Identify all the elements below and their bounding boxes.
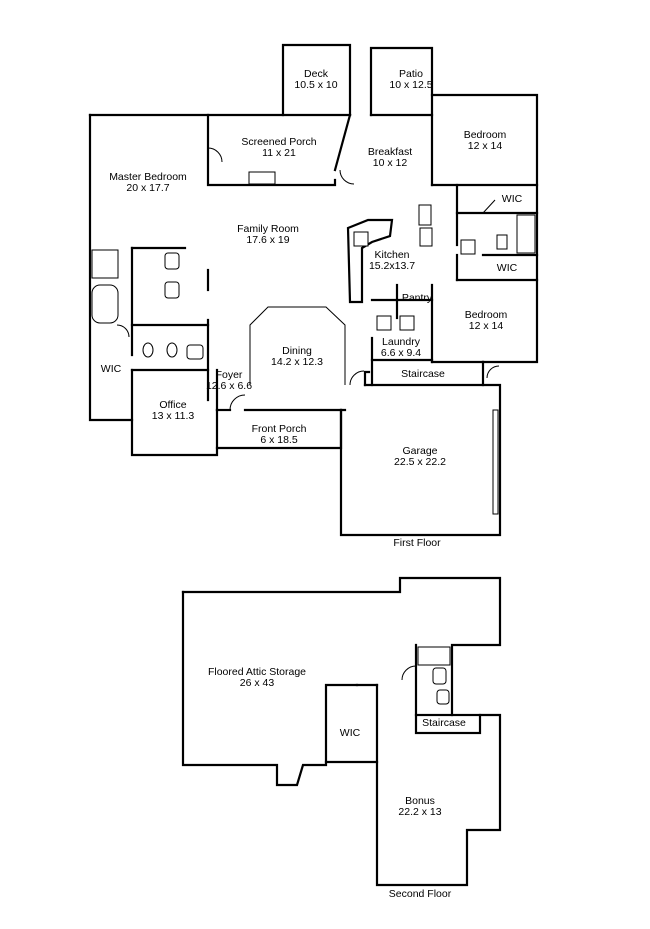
staircase-1-label: Staircase <box>401 368 445 380</box>
family-room-size: 17.6 x 19 <box>246 234 289 246</box>
first-floor-fixtures <box>91 147 536 411</box>
breakfast-label: Breakfast <box>368 146 412 158</box>
deck-label: Deck <box>304 68 329 80</box>
family-room-label: Family Room <box>237 223 299 235</box>
front-porch-size: 6 x 18.5 <box>260 434 298 446</box>
staircase-2-label: Staircase <box>422 717 466 729</box>
garage-label: Garage <box>402 445 437 457</box>
bedroom-upper-label: Bedroom <box>464 129 507 141</box>
wic-1-label: WIC <box>502 193 523 205</box>
kitchen-label: Kitchen <box>374 249 409 261</box>
second-floor-walls <box>181 576 502 887</box>
laundry-size: 6.6 x 9.4 <box>381 347 421 359</box>
bonus-size: 22.2 x 13 <box>398 806 441 818</box>
breakfast-size: 10 x 12 <box>373 157 408 169</box>
attic-label: Floored Attic Storage <box>208 666 306 678</box>
master-bedroom-label: Master Bedroom <box>109 171 187 183</box>
bedroom-lower-size: 12 x 14 <box>469 320 504 332</box>
master-bedroom-size: 20 x 17.7 <box>126 182 169 194</box>
dining-label: Dining <box>282 345 312 357</box>
wic-master-label: WIC <box>101 363 122 375</box>
deck-size: 10.5 x 10 <box>294 79 337 91</box>
bonus-label: Bonus <box>405 795 435 807</box>
front-porch-label: Front Porch <box>252 423 307 435</box>
pantry-label: Pantry <box>402 292 433 304</box>
kitchen-size: 15.2x13.7 <box>369 260 415 272</box>
patio-size: 10 x 12.5 <box>389 79 432 91</box>
dining-size: 14.2 x 12.3 <box>271 356 323 368</box>
first-floor-walls <box>88 43 539 537</box>
wic-upstairs-label: WIC <box>340 727 361 739</box>
laundry-label: Laundry <box>382 336 421 348</box>
foyer-label: Foyer <box>216 369 243 381</box>
second-floor-caption: Second Floor <box>389 888 452 900</box>
garage-size: 22.5 x 22.2 <box>394 456 446 468</box>
bedroom-lower-label: Bedroom <box>465 309 508 321</box>
office-size: 13 x 11.3 <box>152 410 195 422</box>
office-label: Office <box>159 399 186 411</box>
bedroom-upper-size: 12 x 14 <box>468 140 503 152</box>
foyer-size: 12.6 x 6.6 <box>206 380 252 392</box>
attic-size: 26 x 43 <box>240 677 275 689</box>
first-floor-caption: First Floor <box>393 537 441 549</box>
patio-label: Patio <box>399 68 423 80</box>
screened-porch-label: Screened Porch <box>241 136 316 148</box>
wic-2-label: WIC <box>497 262 518 274</box>
screened-porch-size: 11 x 21 <box>262 147 296 159</box>
